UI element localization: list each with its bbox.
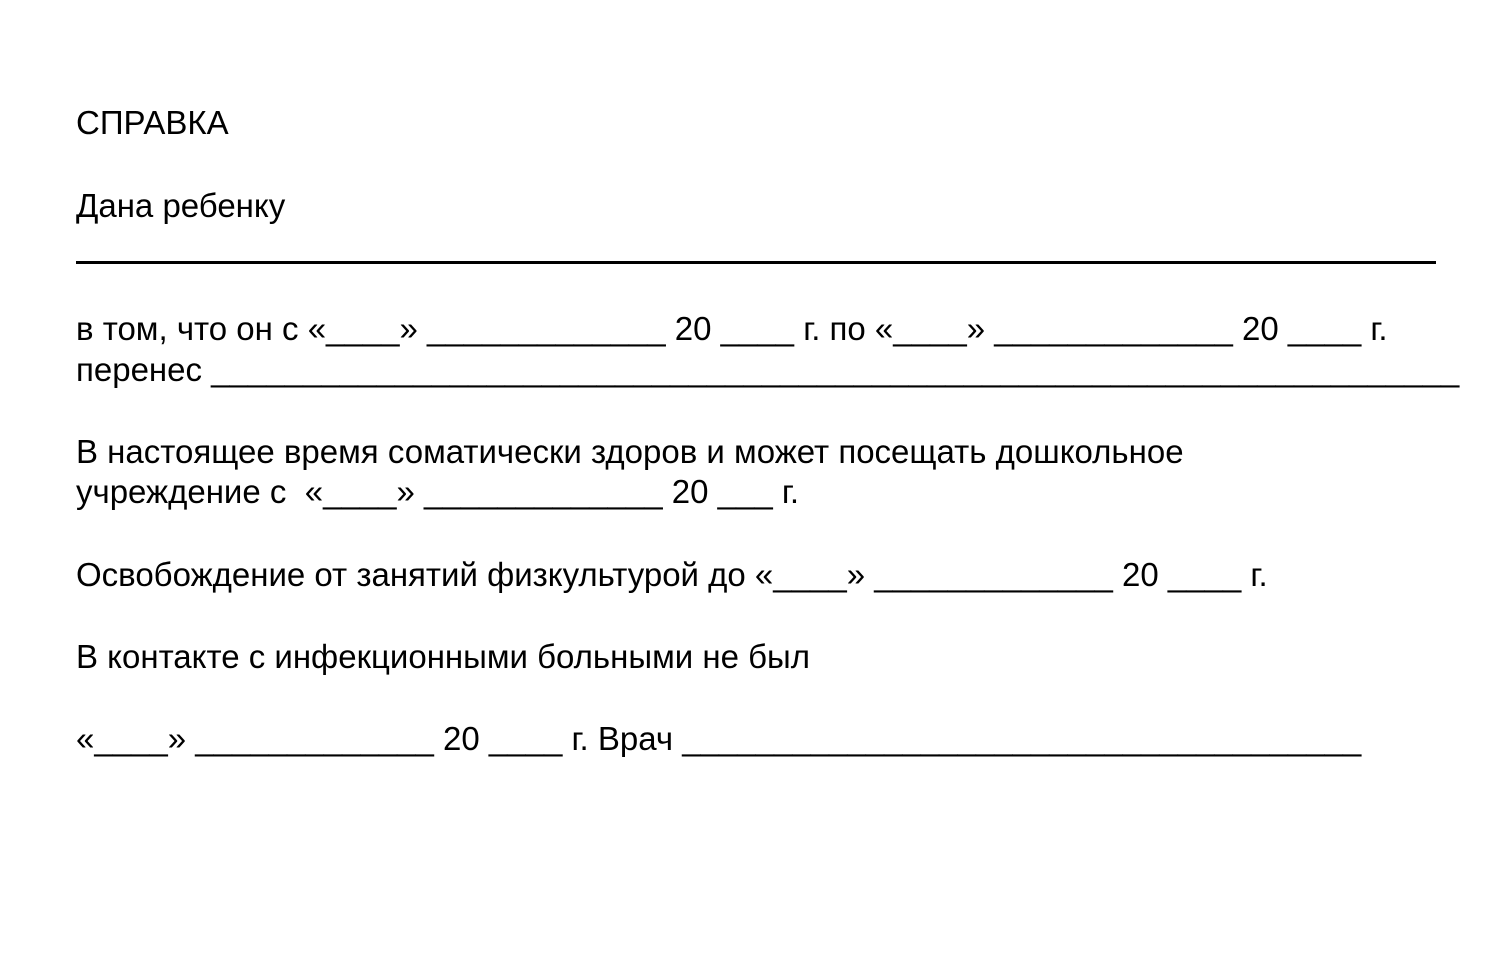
illness-period-line: в том, что он с «____» _____________ 20 …: [76, 310, 1388, 347]
health-statement-line: В настоящее время соматически здоров и м…: [76, 433, 1184, 470]
diagnosis-line: перенес ________________________________…: [76, 351, 1460, 388]
no-contact-statement: В контакте с инфекционными больными не б…: [76, 638, 810, 675]
date-and-doctor-signature-line: «____» _____________ 20 ____ г. Врач ___…: [76, 720, 1362, 757]
pe-exemption-line: Освобождение от занятий физкультурой до …: [76, 556, 1268, 593]
child-name-blank-line: [76, 261, 1436, 264]
attendance-date-line: учреждение с «____» _____________ 20 ___…: [76, 473, 800, 510]
given-to-label: Дана ребенку: [76, 187, 286, 224]
document-title: СПРАВКА: [76, 104, 229, 141]
